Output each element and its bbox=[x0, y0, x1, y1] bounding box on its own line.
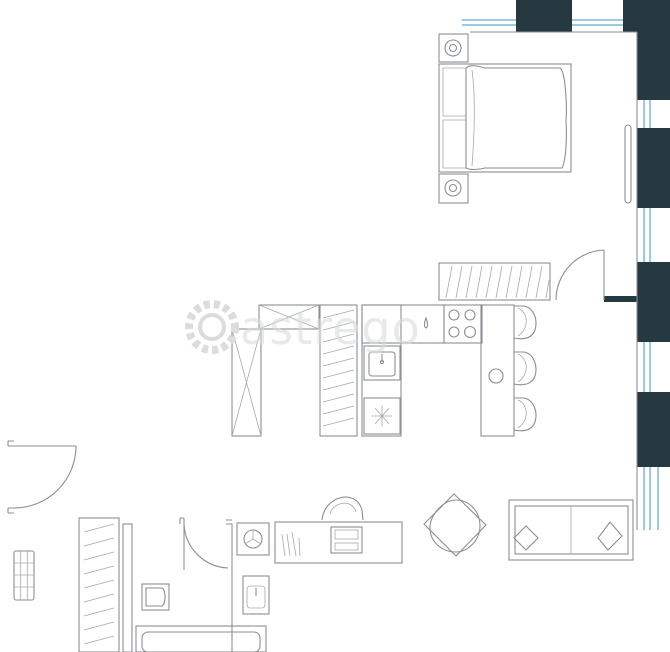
bedroom-door bbox=[555, 249, 605, 301]
bar-stool bbox=[513, 305, 537, 432]
kitchen-island bbox=[480, 304, 515, 437]
kitchen-tall-cabinet bbox=[231, 328, 262, 437]
toilet bbox=[141, 583, 170, 611]
exterior-wall bbox=[516, 0, 670, 467]
watermark-text: astrego bbox=[240, 301, 421, 355]
window bbox=[462, 19, 659, 530]
bathroom-door bbox=[179, 517, 229, 570]
kitchen-sink bbox=[363, 345, 401, 381]
double-bed bbox=[438, 63, 572, 173]
wardrobe-bedroom bbox=[438, 262, 551, 301]
radiator bbox=[13, 550, 35, 601]
armchair bbox=[423, 493, 487, 557]
dishwasher bbox=[363, 397, 401, 435]
cooktop bbox=[443, 304, 483, 344]
nightstand-bottom bbox=[438, 173, 469, 204]
washing-machine bbox=[236, 522, 270, 556]
sofa bbox=[508, 499, 634, 561]
bathtub bbox=[135, 625, 267, 652]
desk bbox=[274, 521, 403, 564]
watermark: astrego bbox=[185, 300, 421, 355]
kitchen-upper-cabinet bbox=[258, 304, 320, 330]
hall-wardrobe bbox=[78, 517, 120, 652]
bathroom-sink bbox=[242, 575, 270, 615]
kitchen-wardrobe bbox=[319, 304, 358, 437]
mirror bbox=[624, 124, 632, 204]
bathroom-wall bbox=[122, 519, 233, 652]
desk-chair bbox=[321, 496, 364, 521]
nightstand-top bbox=[438, 33, 469, 63]
entrance-door bbox=[7, 440, 77, 514]
